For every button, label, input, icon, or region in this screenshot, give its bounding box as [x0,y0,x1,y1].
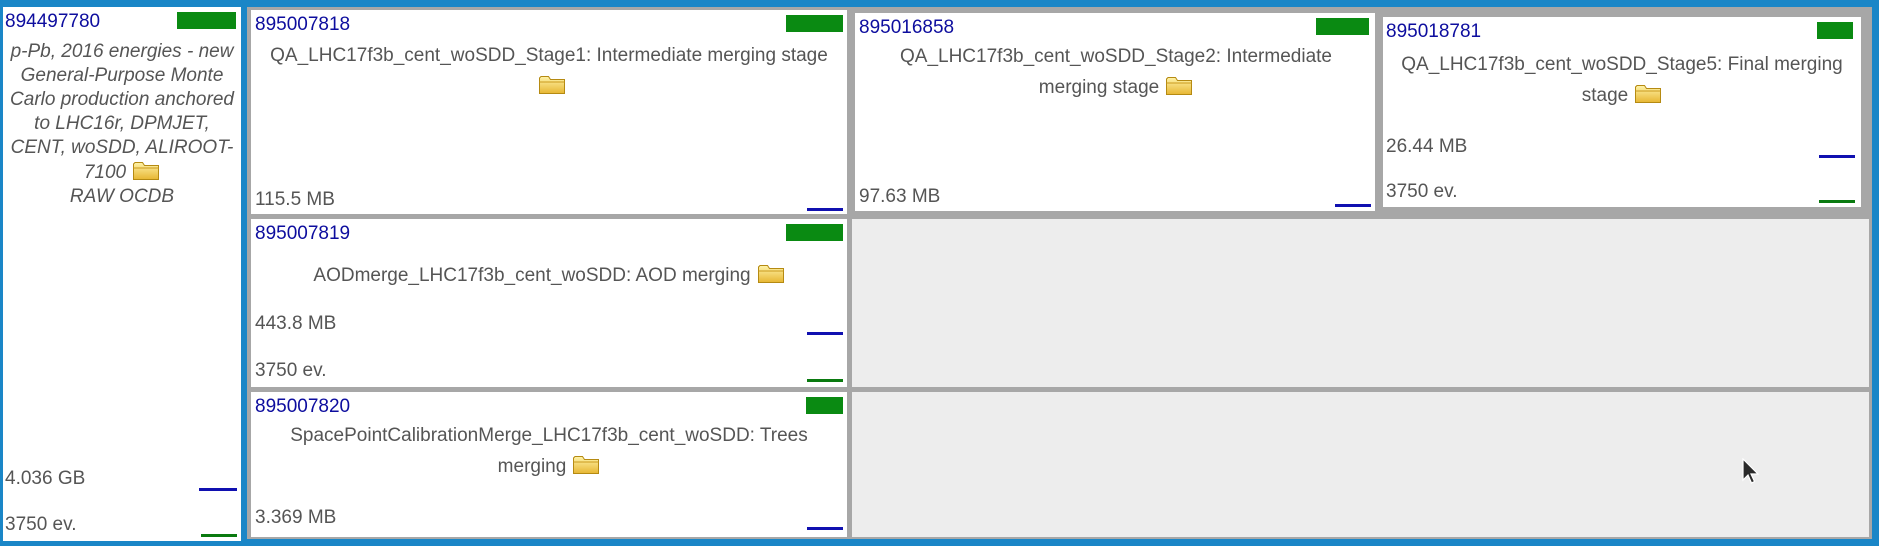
job-status-badge[interactable] [1316,18,1369,35]
job-title: AODmerge_LHC17f3b_cent_woSDD: AOD mergin… [255,260,843,291]
folder-icon[interactable] [757,263,785,284]
job-id-link[interactable]: 895007820 [255,396,351,417]
job-title-text: QA_LHC17f3b_cent_woSDD_Stage5: Final mer… [1401,54,1843,106]
job-cell-stage1: 895007818 QA_LHC17f3b_cent_woSDD_Stage1:… [251,10,847,214]
job-title-text: QA_LHC17f3b_cent_woSDD_Stage2: Intermedi… [900,46,1332,98]
job-id-link[interactable]: 895016858 [859,17,955,38]
job-id-link[interactable]: 895007818 [255,14,351,35]
parent-job-size: 4.036 GB [5,468,86,489]
job-size-bar [1335,204,1371,207]
job-title-text: QA_LHC17f3b_cent_woSDD_Stage1: Intermedi… [270,45,828,66]
job-status-badge[interactable] [786,15,843,32]
job-events: 3750 ev. [255,360,327,381]
job-size: 443.8 MB [255,313,337,334]
job-title: QA_LHC17f3b_cent_woSDD_Stage5: Final mer… [1387,49,1857,111]
job-id-link[interactable]: 895007819 [255,223,351,244]
job-status-badge[interactable] [806,397,843,414]
job-cell-aodmerge: 895007819 AODmerge_LHC17f3b_cent_woSDD: … [251,219,847,387]
empty-panel [852,219,1869,387]
job-size-bar [807,208,843,211]
job-title-text: AODmerge_LHC17f3b_cent_woSDD: AOD mergin… [313,265,751,286]
folder-icon[interactable] [572,454,600,475]
mouse-pointer-icon [1742,458,1760,484]
job-size: 26.44 MB [1386,136,1468,157]
job-size-bar [807,332,843,335]
folder-icon[interactable] [538,74,566,95]
parent-job-id-link[interactable]: 894497780 [5,11,101,32]
parent-job-size-bar [199,488,237,491]
parent-job-status-badge[interactable] [177,12,236,29]
job-events-bar [807,379,843,382]
job-title: SpacePointCalibrationMerge_LHC17f3b_cent… [255,420,843,482]
parent-job-description: p-Pb, 2016 energies - new General-Purpos… [7,40,237,209]
job-size-bar [1819,155,1855,158]
job-size: 3.369 MB [255,507,337,528]
job-title-text: SpacePointCalibrationMerge_LHC17f3b_cent… [290,425,808,477]
parent-job-description-text: p-Pb, 2016 energies - new General-Purpos… [10,41,234,183]
job-size: 97.63 MB [859,186,941,207]
empty-panel [852,392,1869,537]
job-cell-spacepoint: 895007820 SpacePointCalibrationMerge_LHC… [251,392,847,537]
job-id-link[interactable]: 895018781 [1386,21,1482,42]
job-size: 115.5 MB [255,189,335,210]
parent-job-events-bar [201,534,237,537]
parent-job-cell: 894497780 p-Pb, 2016 energies - new Gene… [3,7,241,541]
folder-icon[interactable] [132,160,160,181]
job-title: QA_LHC17f3b_cent_woSDD_Stage1: Intermedi… [255,40,843,102]
job-status-badge[interactable] [1817,22,1853,39]
parent-job-description-tail: RAW OCDB [69,186,175,207]
job-status-badge[interactable] [786,224,843,241]
job-cell-stage5: 895018781 QA_LHC17f3b_cent_woSDD_Stage5:… [1383,17,1861,207]
job-cell-stage2: 895016858 QA_LHC17f3b_cent_woSDD_Stage2:… [855,13,1375,211]
job-title: QA_LHC17f3b_cent_woSDD_Stage2: Intermedi… [869,41,1363,103]
job-events: 3750 ev. [1386,181,1458,202]
job-events-bar [1819,200,1855,203]
folder-icon[interactable] [1165,75,1193,96]
job-size-bar [807,527,843,530]
folder-icon[interactable] [1634,83,1662,104]
parent-job-events: 3750 ev. [5,514,77,535]
